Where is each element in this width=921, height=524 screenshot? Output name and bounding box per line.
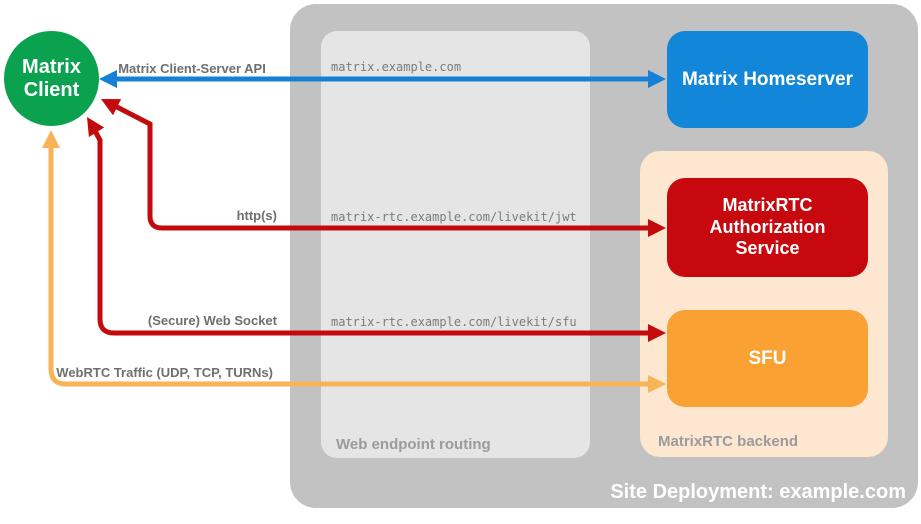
matrixrtc-authorization-service-node: MatrixRTC Authorization Service <box>667 178 868 277</box>
sfu-node: SFU <box>667 310 868 407</box>
matrixrtc-backend-caption: MatrixRTC backend <box>658 433 799 450</box>
matrix-client-label: Matrix Client <box>22 55 81 101</box>
web-endpoint-routing-caption: Web endpoint routing <box>336 436 491 453</box>
endpoint-homeserver-url: matrix.example.com <box>331 60 462 74</box>
label-https: http(s) <box>236 208 277 223</box>
endpoint-sfu-url: matrix-rtc.example.com/livekit/sfu <box>331 315 577 329</box>
site-deployment-caption: Site Deployment: example.com <box>610 481 906 503</box>
matrixrtc-authorization-service-label: MatrixRTC Authorization Service <box>709 194 826 259</box>
label-webrtc-traffic: WebRTC Traffic (UDP, TCP, TURNs) <box>56 365 273 380</box>
web-endpoint-routing-container <box>321 31 590 458</box>
matrix-homeserver-node: Matrix Homeserver <box>667 31 868 128</box>
sfu-label: SFU <box>748 347 787 369</box>
label-client-server-api: Matrix Client-Server API <box>118 61 266 76</box>
webrtc-traffic-arrowhead-client <box>42 130 60 148</box>
https-arrowhead-client <box>101 99 122 116</box>
label-web-socket: (Secure) Web Socket <box>147 313 277 328</box>
web-socket-arrowhead-client <box>87 117 105 138</box>
matrix-client-node: Matrix Client <box>4 31 99 126</box>
endpoint-jwt-url: matrix-rtc.example.com/livekit/jwt <box>331 210 577 224</box>
matrix-homeserver-label: Matrix Homeserver <box>681 68 854 90</box>
